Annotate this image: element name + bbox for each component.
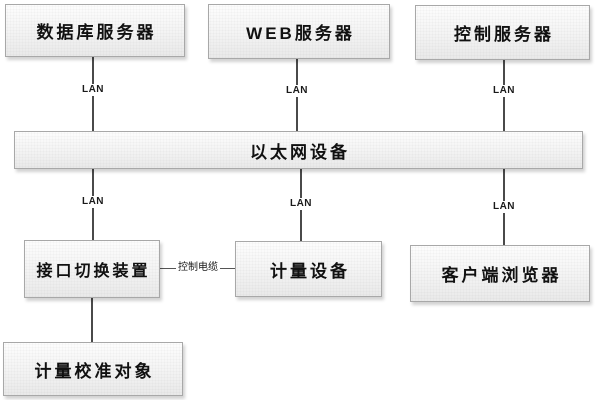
lan-label-web: LAN bbox=[283, 85, 311, 97]
node-ethernet-device: 以太网设备 bbox=[14, 131, 583, 169]
lan-label-database: LAN bbox=[79, 84, 107, 96]
node-metering-device-label: 计量设备 bbox=[270, 261, 350, 281]
node-web-server-label: WEB服务器 bbox=[246, 24, 355, 43]
node-interface-switch: 接口切换装置 bbox=[24, 240, 160, 298]
control-cable-label: 控制电缆 bbox=[176, 262, 220, 274]
lan-label-control: LAN bbox=[490, 85, 518, 97]
node-control-server: 控制服务器 bbox=[415, 5, 590, 60]
node-client-browser: 客户端浏览器 bbox=[410, 245, 590, 302]
connector-switch-calibration bbox=[91, 297, 93, 342]
node-metering-device: 计量设备 bbox=[235, 241, 382, 297]
node-calibration-target-label: 计量校准对象 bbox=[34, 361, 155, 381]
node-ethernet-device-label: 以太网设备 bbox=[250, 142, 350, 162]
node-web-server: WEB服务器 bbox=[208, 4, 390, 59]
node-client-browser-label: 客户端浏览器 bbox=[441, 266, 562, 285]
lan-label-metering: LAN bbox=[287, 198, 315, 210]
node-calibration-target: 计量校准对象 bbox=[3, 342, 183, 396]
node-database-server-label: 数据库服务器 bbox=[36, 23, 157, 42]
node-control-server-label: 控制服务器 bbox=[454, 25, 554, 44]
lan-label-client: LAN bbox=[490, 201, 518, 213]
lan-label-switch: LAN bbox=[79, 196, 107, 208]
node-interface-switch-label: 接口切换装置 bbox=[36, 263, 151, 280]
node-database-server: 数据库服务器 bbox=[5, 4, 185, 57]
